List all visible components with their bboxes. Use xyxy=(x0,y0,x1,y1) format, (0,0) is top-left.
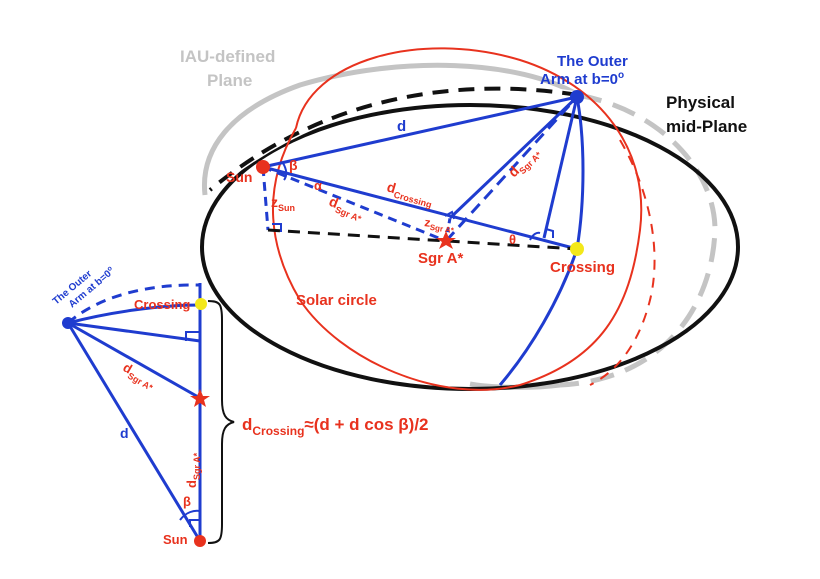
inset-sun-point xyxy=(194,535,206,547)
alpha-label: α xyxy=(314,178,322,193)
sun-label: Sun xyxy=(226,169,252,185)
black-dashed-baseline xyxy=(267,228,578,251)
sun-point xyxy=(256,160,270,174)
d-label: d xyxy=(397,118,406,135)
theta-label: θ xyxy=(509,232,516,247)
beta-label: β xyxy=(289,157,298,173)
physical-plane-label: Physical xyxy=(666,93,735,112)
inset-crossing-label: Crossing xyxy=(134,297,190,312)
iau-plane-label-2: Plane xyxy=(207,71,252,90)
iau-plane-label: IAU-defined xyxy=(180,47,275,66)
inset-brace xyxy=(207,300,235,544)
inset-beta-label: β xyxy=(183,494,191,509)
inset-crossing-point xyxy=(195,298,207,310)
outer-arm-label: The Outer xyxy=(557,53,628,70)
outer-arm-label-2: Arm at b=0o xyxy=(540,70,624,88)
sgr-a-label: Sgr A* xyxy=(418,250,463,267)
inset-d-sgr-vertical-label: dSgr A* xyxy=(184,452,202,488)
crossing-point xyxy=(570,242,584,256)
z-sgr-label: zSgr A* xyxy=(423,215,456,235)
inset-outer-arm-point xyxy=(62,317,74,329)
outer-arm-point xyxy=(570,90,584,104)
crossing-formula: dCrossing≈(d + d cos β)/2 xyxy=(242,415,429,438)
z-sun-label: zSun xyxy=(271,194,295,213)
d-sgr-label: dSgr A* xyxy=(326,193,367,224)
solar-circle-label: Solar circle xyxy=(296,292,377,309)
crossing-label: Crossing xyxy=(550,259,615,276)
inset-diagram xyxy=(62,283,235,547)
physical-plane-label-2: mid-Plane xyxy=(666,117,747,136)
inset-sgr-a-star-icon xyxy=(190,389,210,407)
inset-d-label: d xyxy=(120,425,129,441)
inset-sun-label: Sun xyxy=(163,532,188,547)
solar-circle xyxy=(272,47,656,391)
sgr-a-star-icon xyxy=(436,231,456,249)
physical-mid-plane-ellipse xyxy=(200,85,740,391)
geometry-lines xyxy=(261,95,585,386)
